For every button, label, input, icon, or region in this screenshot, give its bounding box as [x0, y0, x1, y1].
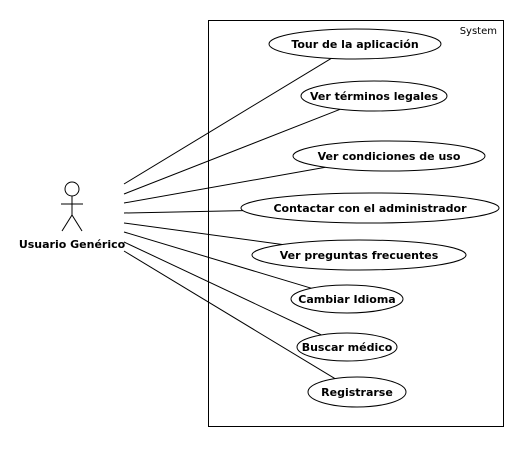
use-case-ellipse: [300, 80, 448, 112]
actor-right-leg: [71, 214, 83, 232]
use-case-label: Ver condiciones de uso: [318, 150, 461, 163]
use-case-registrarse[interactable]: Registrarse: [307, 376, 407, 408]
system-boundary: [208, 20, 504, 427]
use-case-ellipse: [290, 284, 404, 314]
association-registrarse: [123, 250, 336, 380]
association-idioma: [123, 231, 312, 289]
use-case-ellipse: [251, 239, 467, 271]
association-contactar: [123, 210, 243, 214]
system-label: System: [460, 26, 497, 37]
use-case-label: Registrarse: [321, 386, 393, 399]
association-tour: [123, 57, 332, 185]
use-case-label: Ver términos legales: [310, 90, 439, 103]
use-case-label: Tour de la aplicación: [291, 38, 418, 51]
use-case-terminos[interactable]: Ver términos legales: [300, 80, 448, 112]
use-case-buscar[interactable]: Buscar médico: [296, 332, 398, 362]
use-case-ellipse: [296, 332, 398, 362]
actor[interactable]: Usuario Genérico: [19, 181, 126, 251]
stick-figure-icon: [61, 181, 83, 232]
association-buscar: [123, 241, 322, 336]
use-case-label: Buscar médico: [302, 341, 393, 354]
use-case-label: Ver preguntas frecuentes: [280, 249, 439, 262]
use-case-label: Cambiar Idioma: [298, 293, 395, 306]
use-case-label: Contactar con el administrador: [273, 202, 467, 215]
actor-name: Usuario Genérico: [19, 238, 126, 251]
use-case-tour[interactable]: Tour de la aplicación: [268, 28, 442, 60]
association-condiciones: [123, 166, 326, 204]
association-preguntas: [123, 222, 283, 245]
use-case-preguntas[interactable]: Ver preguntas frecuentes: [251, 239, 467, 271]
associations: [123, 57, 341, 380]
use-case-ellipse: [268, 28, 442, 60]
actor-left-leg: [61, 214, 73, 232]
use-case-ellipse: [240, 192, 500, 224]
association-terminos: [123, 108, 341, 195]
use-case-idioma[interactable]: Cambiar Idioma: [290, 284, 404, 314]
use-case-contactar[interactable]: Contactar con el administrador: [240, 192, 500, 224]
use-case-condiciones[interactable]: Ver condiciones de uso: [292, 140, 486, 172]
use-case-ellipse: [292, 140, 486, 172]
use-case-ellipse: [307, 376, 407, 408]
actor-head: [64, 181, 80, 197]
